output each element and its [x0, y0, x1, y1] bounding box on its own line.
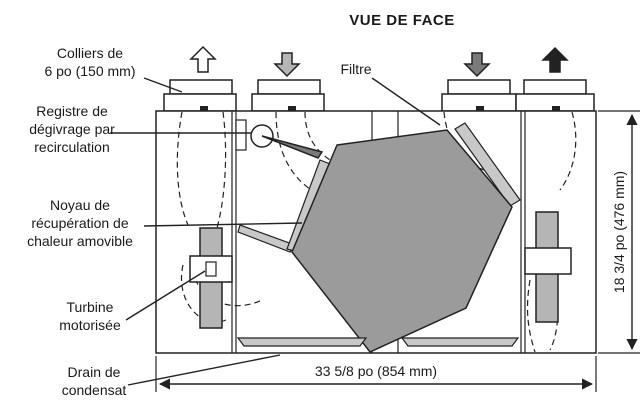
arrow-up-outline-icon: [189, 45, 217, 73]
svg-text:Noyau de: Noyau de: [50, 197, 110, 213]
svg-text:Drain de: Drain de: [68, 364, 121, 380]
defrost-damper: [235, 119, 324, 159]
svg-text:recirculation: recirculation: [34, 139, 109, 155]
turbine-label: Turbine motorisée: [59, 299, 121, 333]
collars-label: Colliers de 6 po (150 mm): [44, 45, 135, 79]
svg-text:récupération de: récupération de: [31, 215, 129, 231]
svg-text:motorisée: motorisée: [59, 317, 121, 333]
core-label: Noyau de récupération de chaleur amovibl…: [27, 197, 133, 249]
svg-text:chaleur amovible: chaleur amovible: [27, 233, 133, 249]
svg-text:Colliers de: Colliers de: [57, 45, 123, 61]
turbine-right: [524, 211, 572, 323]
drain-trays: [236, 337, 520, 347]
drain-label: Drain de condensat: [62, 364, 127, 398]
duct-collars: [163, 79, 595, 112]
height-dimension: 18 3/4 po (476 mm): [598, 110, 640, 354]
view-title: VUE DE FACE: [349, 12, 455, 29]
height-dimension-text: 18 3/4 po (476 mm): [611, 171, 627, 293]
width-dimension: 33 5/8 po (854 mm): [155, 356, 597, 392]
leader-lines: [110, 77, 441, 386]
arrow-up-black-icon: [541, 46, 569, 73]
svg-text:dégivrage par: dégivrage par: [29, 121, 115, 137]
svg-text:condensat: condensat: [62, 382, 127, 398]
damper-label: Registre de dégivrage par recirculation: [29, 103, 115, 155]
svg-text:Registre de: Registre de: [36, 103, 108, 119]
arrow-down-grey-icon: [273, 52, 301, 78]
width-dimension-text: 33 5/8 po (854 mm): [315, 363, 437, 379]
core-guides: [237, 122, 521, 253]
filter-label: Filtre: [340, 61, 371, 77]
turbine-left: [189, 227, 233, 329]
arrow-down-dark-icon: [463, 52, 491, 78]
heat-recovery-core: [291, 129, 513, 353]
svg-text:Turbine: Turbine: [67, 299, 114, 315]
svg-text:6 po (150 mm): 6 po (150 mm): [44, 63, 135, 79]
